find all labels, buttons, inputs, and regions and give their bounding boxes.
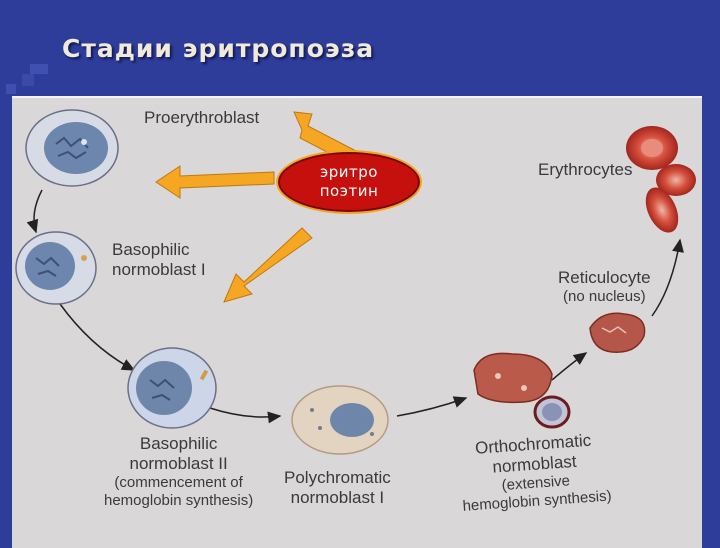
arrow-poly-to-ortho (396, 396, 468, 417)
label-reticulocyte: Reticulocyte (no nucleus) (558, 268, 651, 306)
label-polychromatic-normoblast-1-line2: normoblast I (290, 488, 385, 507)
basophilic-normoblast-2-cell (127, 347, 217, 429)
cycle-diagram (15, 109, 696, 455)
erythropoietin-badge: эритро поэтин (276, 150, 422, 214)
erythrocytes-cells (626, 126, 696, 233)
epo-badge-line1: эритро (320, 163, 378, 181)
label-erythrocytes: Erythrocytes (538, 160, 633, 179)
label-basophilic-normoblast-2: Basophilic normoblast II (commencement o… (104, 434, 253, 510)
slide-title: Стадии эритропоэза (62, 34, 375, 63)
label-basophilic-normoblast-2-note1: (commencement of (114, 474, 243, 491)
label-proerythroblast: Proerythroblast (144, 108, 260, 127)
epo-badge-line2: поэтин (319, 182, 379, 200)
reticulocyte-cell (589, 312, 646, 353)
label-reticulocyte-note1: (no nucleus) (563, 288, 646, 305)
label-orthochromatic-normoblast: Orthochromatic normoblast (extensive hem… (458, 430, 612, 516)
epo-arrow-left (155, 165, 275, 199)
decorative-shapes (6, 64, 48, 94)
arrow-baso1-to-baso2 (59, 303, 136, 371)
diagram-panel: Proerythroblast Basophilic normoblast I … (12, 96, 702, 548)
label-polychromatic-normoblast-1: Polychromatic normoblast I (284, 468, 391, 508)
label-basophilic-normoblast-2-line2: normoblast II (129, 454, 228, 473)
label-reticulocyte-line1: Reticulocyte (558, 268, 651, 287)
arrow-baso2-to-poly (209, 407, 282, 424)
label-basophilic-normoblast-1: Basophilic normoblast I (112, 240, 206, 280)
label-basophilic-normoblast-2-line1: Basophilic (139, 434, 218, 453)
polychromatic-normoblast-1-cell (291, 385, 389, 455)
arrow-retic-to-erythro (651, 238, 684, 317)
orthochromatic-normoblast-cell (473, 352, 571, 429)
epo-arrow-down (223, 227, 313, 303)
label-basophilic-normoblast-2-note2: hemoglobin synthesis) (104, 492, 254, 509)
arrow-proerythro-to-baso1 (26, 189, 43, 234)
label-polychromatic-normoblast-1-line1: Polychromatic (284, 468, 391, 487)
label-basophilic-normoblast-1-line2: normoblast I (112, 260, 206, 279)
label-basophilic-normoblast-1-line1: Basophilic (112, 240, 190, 259)
arrow-ortho-to-retic (551, 352, 588, 381)
basophilic-normoblast-1-cell (15, 231, 97, 305)
proerythroblast-cell (25, 109, 119, 187)
